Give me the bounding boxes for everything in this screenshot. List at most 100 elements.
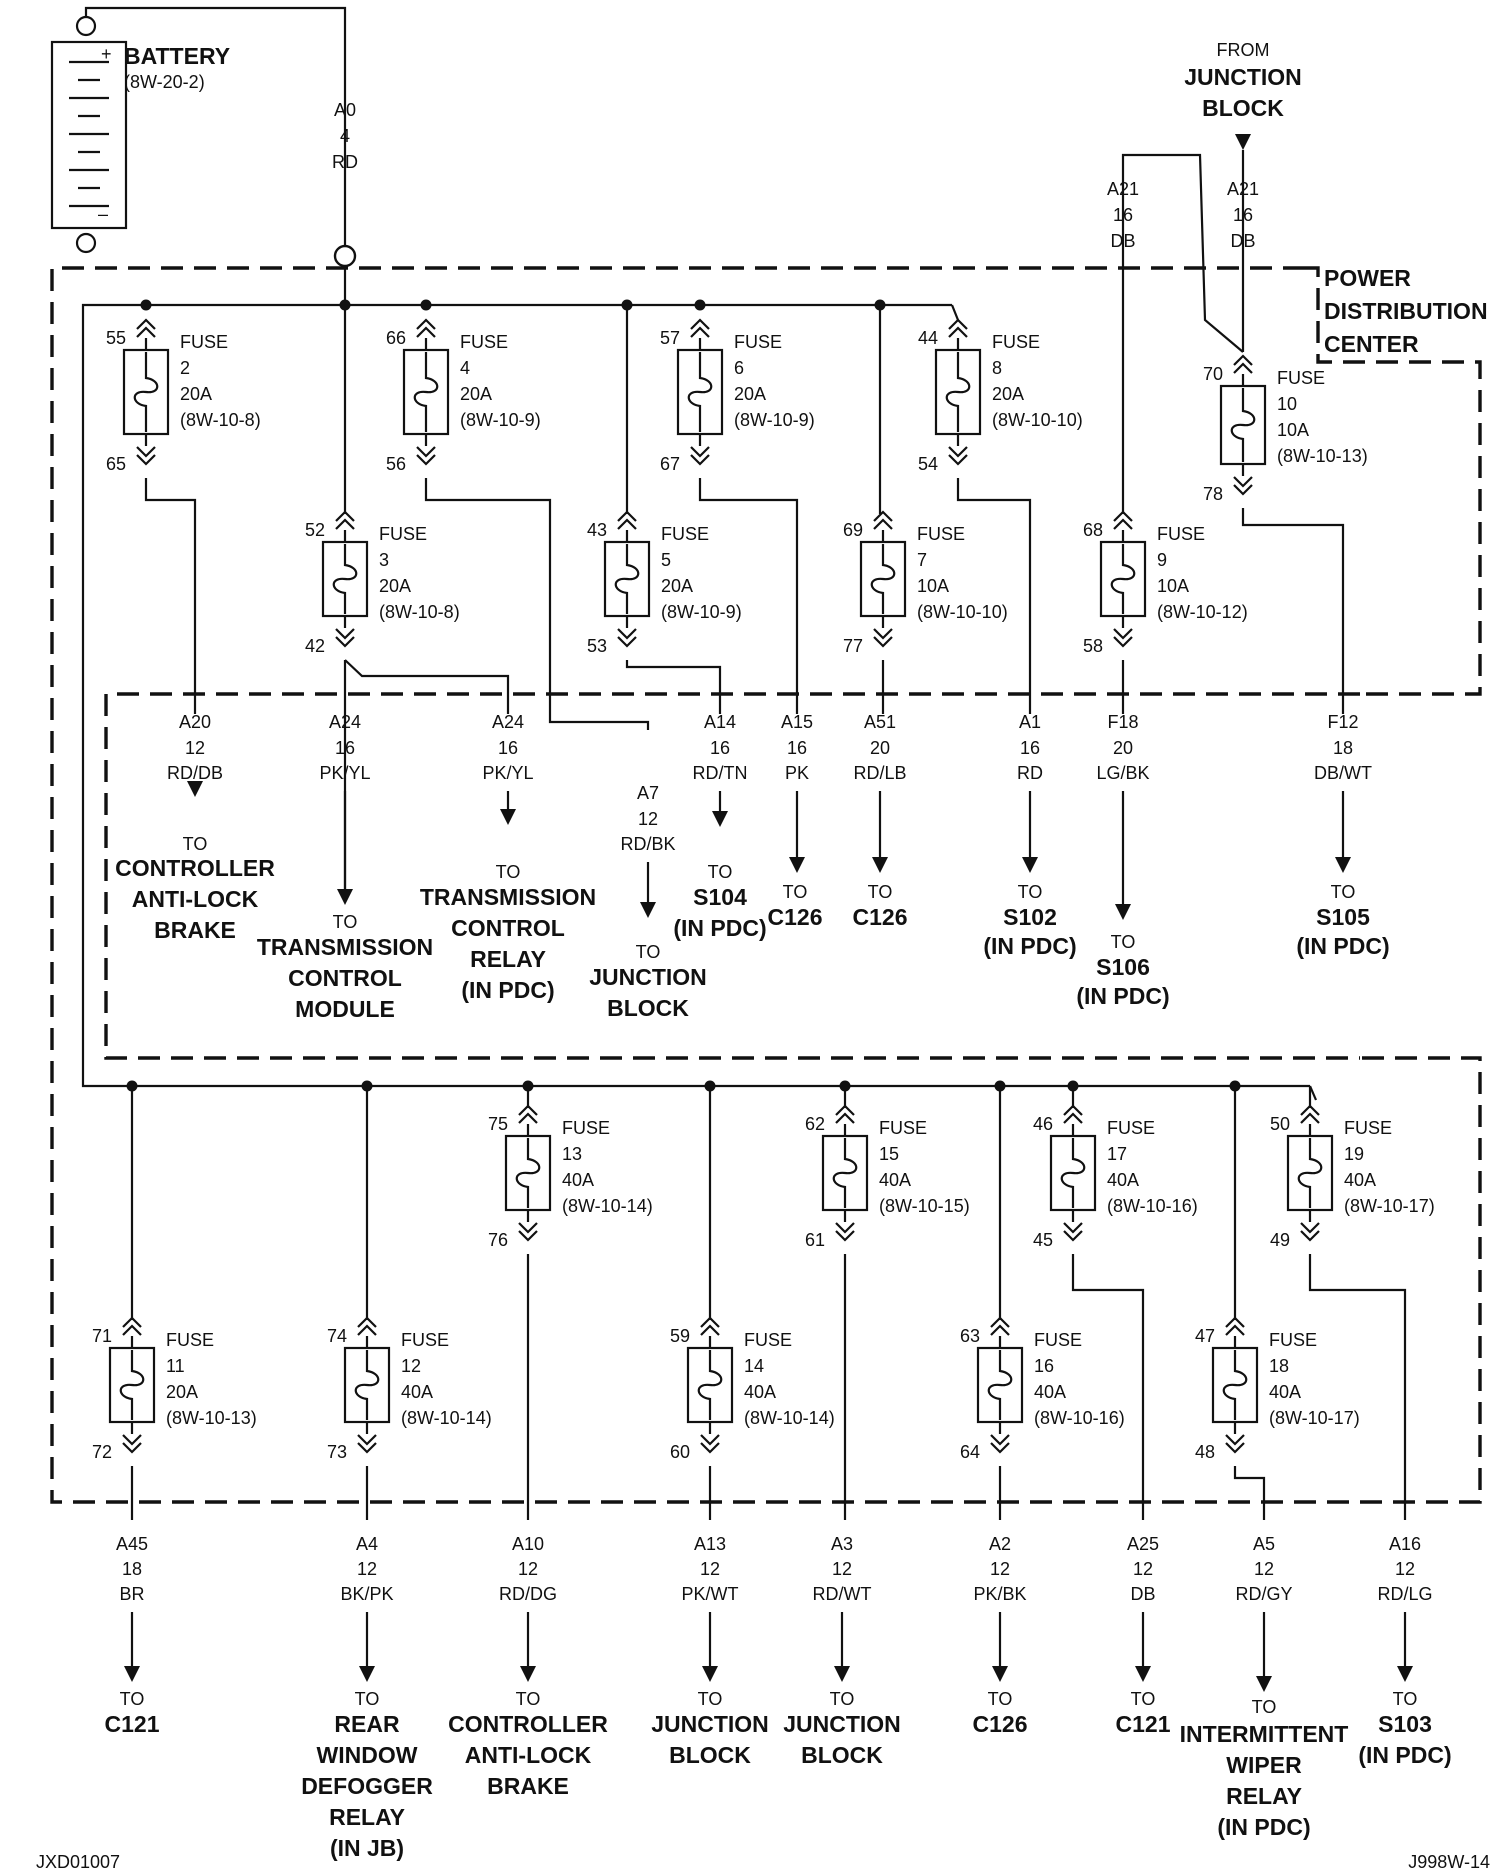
pdc-outer-boundary xyxy=(50,266,1482,1504)
connector-cavity-icon xyxy=(700,1434,720,1454)
battery-minus-sign: – xyxy=(98,204,108,224)
battery-plus-sign: + xyxy=(101,44,112,64)
wire-circuit: A1 xyxy=(1019,712,1041,732)
connector-cavity-icon xyxy=(1233,354,1253,374)
fuse-number: 3 xyxy=(379,550,389,570)
output-wire xyxy=(1241,508,1345,714)
destination-name: JUNCTION xyxy=(651,1711,769,1737)
connector-cavity-icon xyxy=(617,628,637,648)
fuse-element-icon xyxy=(614,544,640,614)
fuse-name: FUSE xyxy=(734,332,782,352)
connector-cavity-icon xyxy=(835,1222,855,1242)
wire-gauge: 12 xyxy=(1395,1559,1415,1579)
wire-color: DB xyxy=(1130,1584,1155,1604)
wire-gauge: 16 xyxy=(710,738,730,758)
destination-name: BLOCK xyxy=(669,1742,751,1768)
wire-color: DB xyxy=(1110,231,1135,251)
destination-name: TRANSMISSION xyxy=(257,934,433,960)
output-wire xyxy=(424,478,650,730)
connector-cavity-icon xyxy=(873,510,893,530)
connector-cavity-icon xyxy=(1113,510,1133,530)
destination-name: JUNCTION xyxy=(783,1711,901,1737)
fuse-name: FUSE xyxy=(992,332,1040,352)
destination-name: (IN PDC) xyxy=(461,977,554,1003)
fuse-rating: 40A xyxy=(879,1170,911,1190)
wire-gauge: 12 xyxy=(700,1559,720,1579)
splice-dot xyxy=(140,299,152,311)
wire-color: PK/WT xyxy=(682,1584,739,1604)
arrow-down-icon xyxy=(359,1666,375,1682)
cavity-number: 68 xyxy=(1083,520,1103,540)
arrow-down-icon xyxy=(1256,1676,1272,1692)
wire-circuit: A14 xyxy=(704,712,736,732)
connector-cavity-icon xyxy=(518,1222,538,1242)
destination-name: ANTI-LOCK xyxy=(465,1742,592,1768)
battery-cable xyxy=(84,6,347,246)
connector-cavity-icon xyxy=(700,1316,720,1336)
destination-name: TRANSMISSION xyxy=(420,884,596,910)
destination-name: S102 xyxy=(1003,904,1057,930)
fuse-number: 13 xyxy=(562,1144,582,1164)
from-junction-block: BLOCK xyxy=(1202,95,1284,121)
wire-circuit: A3 xyxy=(831,1534,853,1554)
cavity-number: 50 xyxy=(1270,1114,1290,1134)
connector-cavity-icon xyxy=(136,446,156,466)
fuse-rating: 20A xyxy=(992,384,1024,404)
wire-gauge: 4 xyxy=(340,126,350,146)
destination-to: TO xyxy=(708,862,733,882)
destination-name: JUNCTION xyxy=(589,964,707,990)
wire-gauge: 16 xyxy=(1233,205,1253,225)
fuse-number: 12 xyxy=(401,1356,421,1376)
cavity-number: 73 xyxy=(327,1442,347,1462)
wire-circuit: A2 xyxy=(989,1534,1011,1554)
from-label: FROM xyxy=(1217,40,1270,60)
fuse-name: FUSE xyxy=(166,1330,214,1350)
destination-to: TO xyxy=(120,1689,145,1709)
splice-dot xyxy=(522,1080,534,1092)
battery-connection-point xyxy=(333,244,357,268)
fuse-element-icon xyxy=(354,1350,380,1420)
output-wire xyxy=(144,478,197,714)
fuse-rating: 20A xyxy=(661,576,693,596)
fuse-number: 17 xyxy=(1107,1144,1127,1164)
arrow-down-icon xyxy=(1235,134,1251,150)
battery-positive-terminal xyxy=(75,15,97,37)
wire-gauge: 12 xyxy=(185,738,205,758)
connector-cavity-icon xyxy=(357,1316,377,1336)
wire-circuit: A15 xyxy=(781,712,813,732)
fuse-ref: (8W-10-13) xyxy=(166,1408,257,1428)
cavity-number: 64 xyxy=(960,1442,980,1462)
wire-color: RD/GY xyxy=(1235,1584,1292,1604)
fuse-ref: (8W-10-9) xyxy=(734,410,815,430)
cavity-number: 45 xyxy=(1033,1230,1053,1250)
fuse-ref: (8W-10-13) xyxy=(1277,446,1368,466)
arrow-down-icon xyxy=(187,781,203,797)
fuse-number: 14 xyxy=(744,1356,764,1376)
fuse-ref: (8W-10-14) xyxy=(401,1408,492,1428)
cavity-number: 78 xyxy=(1203,484,1223,504)
fuse-element-icon xyxy=(119,1350,145,1420)
upper-and-lower-bus xyxy=(81,303,1310,1088)
fuse-rating: 10A xyxy=(1277,420,1309,440)
fuse-name: FUSE xyxy=(917,524,965,544)
fuse-ref: (8W-10-8) xyxy=(180,410,261,430)
fuse-number: 15 xyxy=(879,1144,899,1164)
wire-color: LG/BK xyxy=(1096,763,1149,783)
wire-circuit: A24 xyxy=(492,712,524,732)
pdc-title-line: CENTER xyxy=(1324,331,1419,357)
fuse-rating: 40A xyxy=(1344,1170,1376,1190)
wire-circuit: A5 xyxy=(1253,1534,1275,1554)
fuse-rating: 10A xyxy=(917,576,949,596)
destination-name: CONTROLLER xyxy=(115,855,275,881)
connector-cavity-icon xyxy=(416,318,436,338)
splice-dot xyxy=(1229,1080,1241,1092)
connector-cavity-icon xyxy=(990,1316,1010,1336)
arrow-down-icon xyxy=(834,1666,850,1682)
cavity-number: 58 xyxy=(1083,636,1103,656)
wire-gauge: 20 xyxy=(1113,738,1133,758)
wire-circuit: F12 xyxy=(1327,712,1358,732)
splice-dot xyxy=(420,299,432,311)
output-wire xyxy=(1071,1254,1145,1520)
fuse-rating: 40A xyxy=(1269,1382,1301,1402)
fuse-name: FUSE xyxy=(379,524,427,544)
